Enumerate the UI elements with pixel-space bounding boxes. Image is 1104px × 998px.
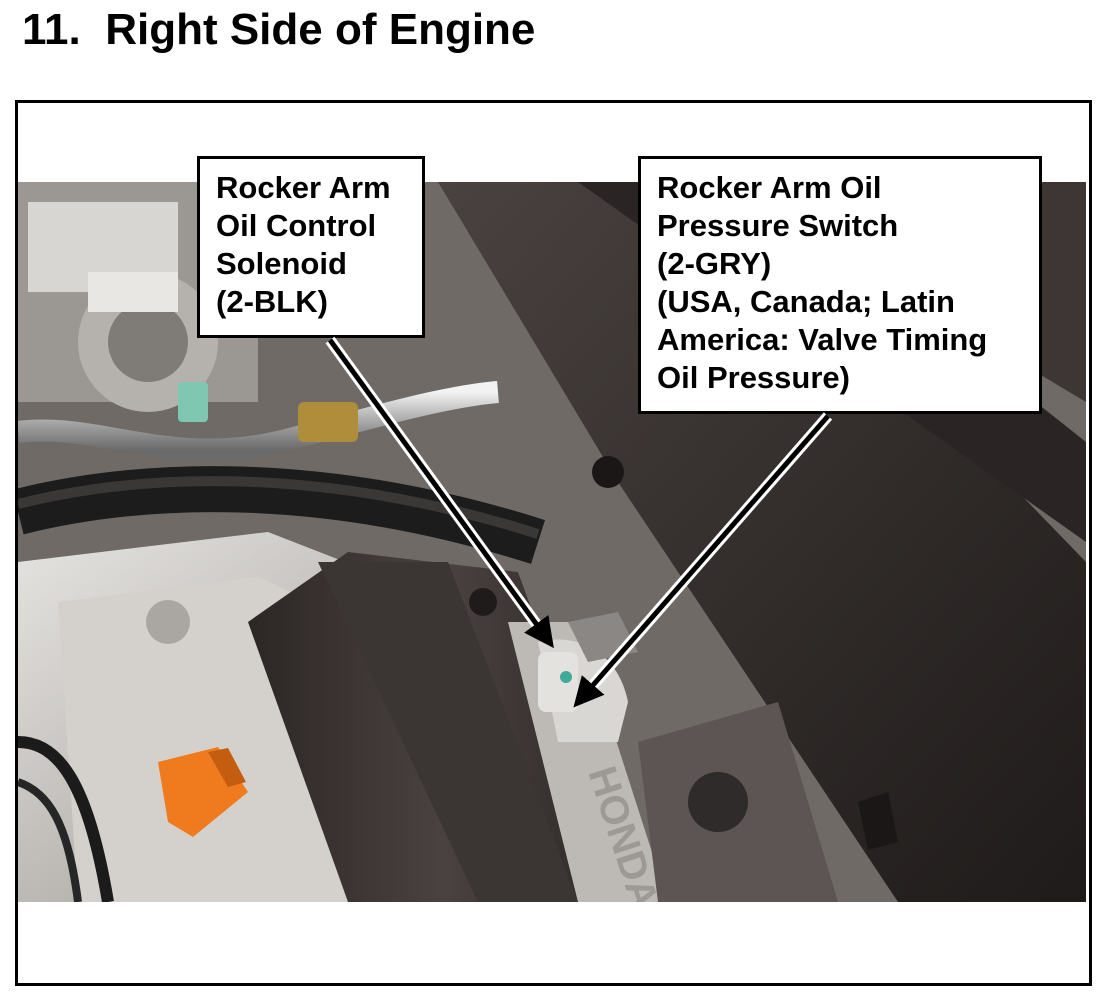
page-title: 11. Right Side of Engine — [22, 5, 536, 54]
callout-line: (2-BLK) — [216, 284, 328, 319]
callout-line: Oil Pressure) — [657, 360, 850, 395]
callout-line: (USA, Canada; Latin — [657, 284, 955, 319]
solenoid-pointer-arrow — [327, 338, 554, 649]
callout-oil-pressure-switch: Rocker Arm Oil Pressure Switch (2-GRY) (… — [638, 156, 1042, 414]
callout-line: Oil Control — [216, 208, 377, 243]
callout-oil-control-solenoid: Rocker Arm Oil Control Solenoid (2-BLK) — [197, 156, 425, 338]
callout-line: (2-GRY) — [657, 246, 772, 281]
callout-line: Rocker Arm — [216, 170, 391, 205]
callout-line: Rocker Arm Oil — [657, 170, 882, 205]
switch-pointer-arrow — [573, 414, 830, 708]
callout-line: America: Valve Timing — [657, 322, 988, 357]
callout-line: Solenoid — [216, 246, 347, 281]
callout-line: Pressure Switch — [657, 208, 899, 243]
